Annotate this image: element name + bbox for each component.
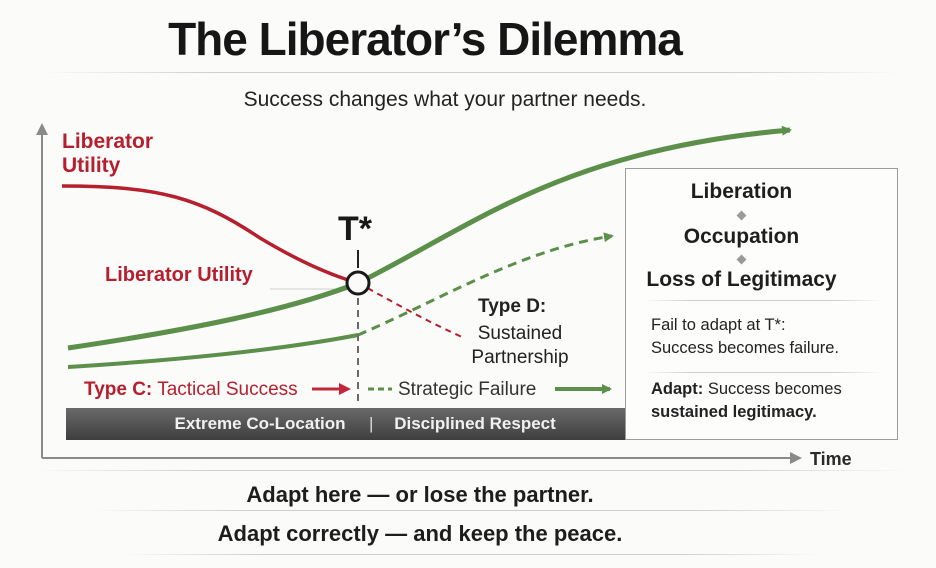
stage-occupation: Occupation <box>683 225 800 248</box>
panel-divider-1 <box>642 300 882 301</box>
band-left-label: Extreme Co-Location <box>174 414 346 433</box>
axis-divider <box>30 470 910 471</box>
band-right-label: Disciplined Respect <box>394 414 556 433</box>
x-axis-label: Time <box>810 449 852 469</box>
type-c-rest: Tactical Success <box>152 379 298 400</box>
page-subtitle: Success changes what your partner needs. <box>243 88 647 111</box>
type-d-description: Sustained Partnership <box>455 322 585 370</box>
type-c-bold: Type C: <box>84 379 153 400</box>
panel-divider-2 <box>642 372 882 373</box>
type-d-line2: Partnership <box>471 347 569 368</box>
green-upper-curve <box>67 125 792 351</box>
curve-label: Liberator Utility <box>105 264 253 286</box>
stage-loss-of-legitimacy: Loss of Legitimacy <box>646 268 837 291</box>
green-lower-dashed <box>357 232 614 337</box>
type-d-line1: Sustained <box>477 323 563 344</box>
bottom-line-2: Adapt correctly — and keep the peace. <box>217 521 623 546</box>
band-separator: | <box>369 414 374 433</box>
title-divider <box>40 72 900 73</box>
adapt-rest: Success becomes <box>703 380 842 398</box>
page-title: The Liberator’s Dilemma <box>168 13 683 65</box>
liberator-utility-curve <box>61 184 359 285</box>
stages-panel <box>625 168 898 440</box>
strategic-failure-label: Strategic Failure <box>398 379 537 400</box>
y-axis-label-line1: Liberator <box>62 130 154 153</box>
adapt-text: Adapt: Success becomes sustained legitim… <box>651 378 886 424</box>
adapt-line2: sustained legitimacy. <box>651 403 817 421</box>
bottom-divider-2 <box>120 554 820 555</box>
y-axis-label: Liberator Utility <box>62 130 202 178</box>
y-axis-label-line2: Utility <box>62 154 121 177</box>
bottom-line-1: Adapt here — or lose the partner. <box>246 482 594 507</box>
stage-liberation: Liberation <box>690 180 793 203</box>
approach-band <box>66 408 626 440</box>
tstar-label: T* <box>338 210 372 248</box>
type-d-title: Type D: <box>478 296 547 317</box>
fail-line2: Success becomes failure. <box>651 339 840 357</box>
tstar-point <box>345 270 371 296</box>
fail-to-adapt-text: Fail to adapt at T*: Success becomes fai… <box>651 314 881 360</box>
fail-line1: Fail to adapt at T*: <box>651 316 786 334</box>
green-lower-solid <box>67 333 359 369</box>
bottom-divider-1 <box>90 510 850 511</box>
type-c-label: Type C: Tactical Success <box>84 379 298 401</box>
adapt-bold: Adapt: <box>651 380 704 398</box>
